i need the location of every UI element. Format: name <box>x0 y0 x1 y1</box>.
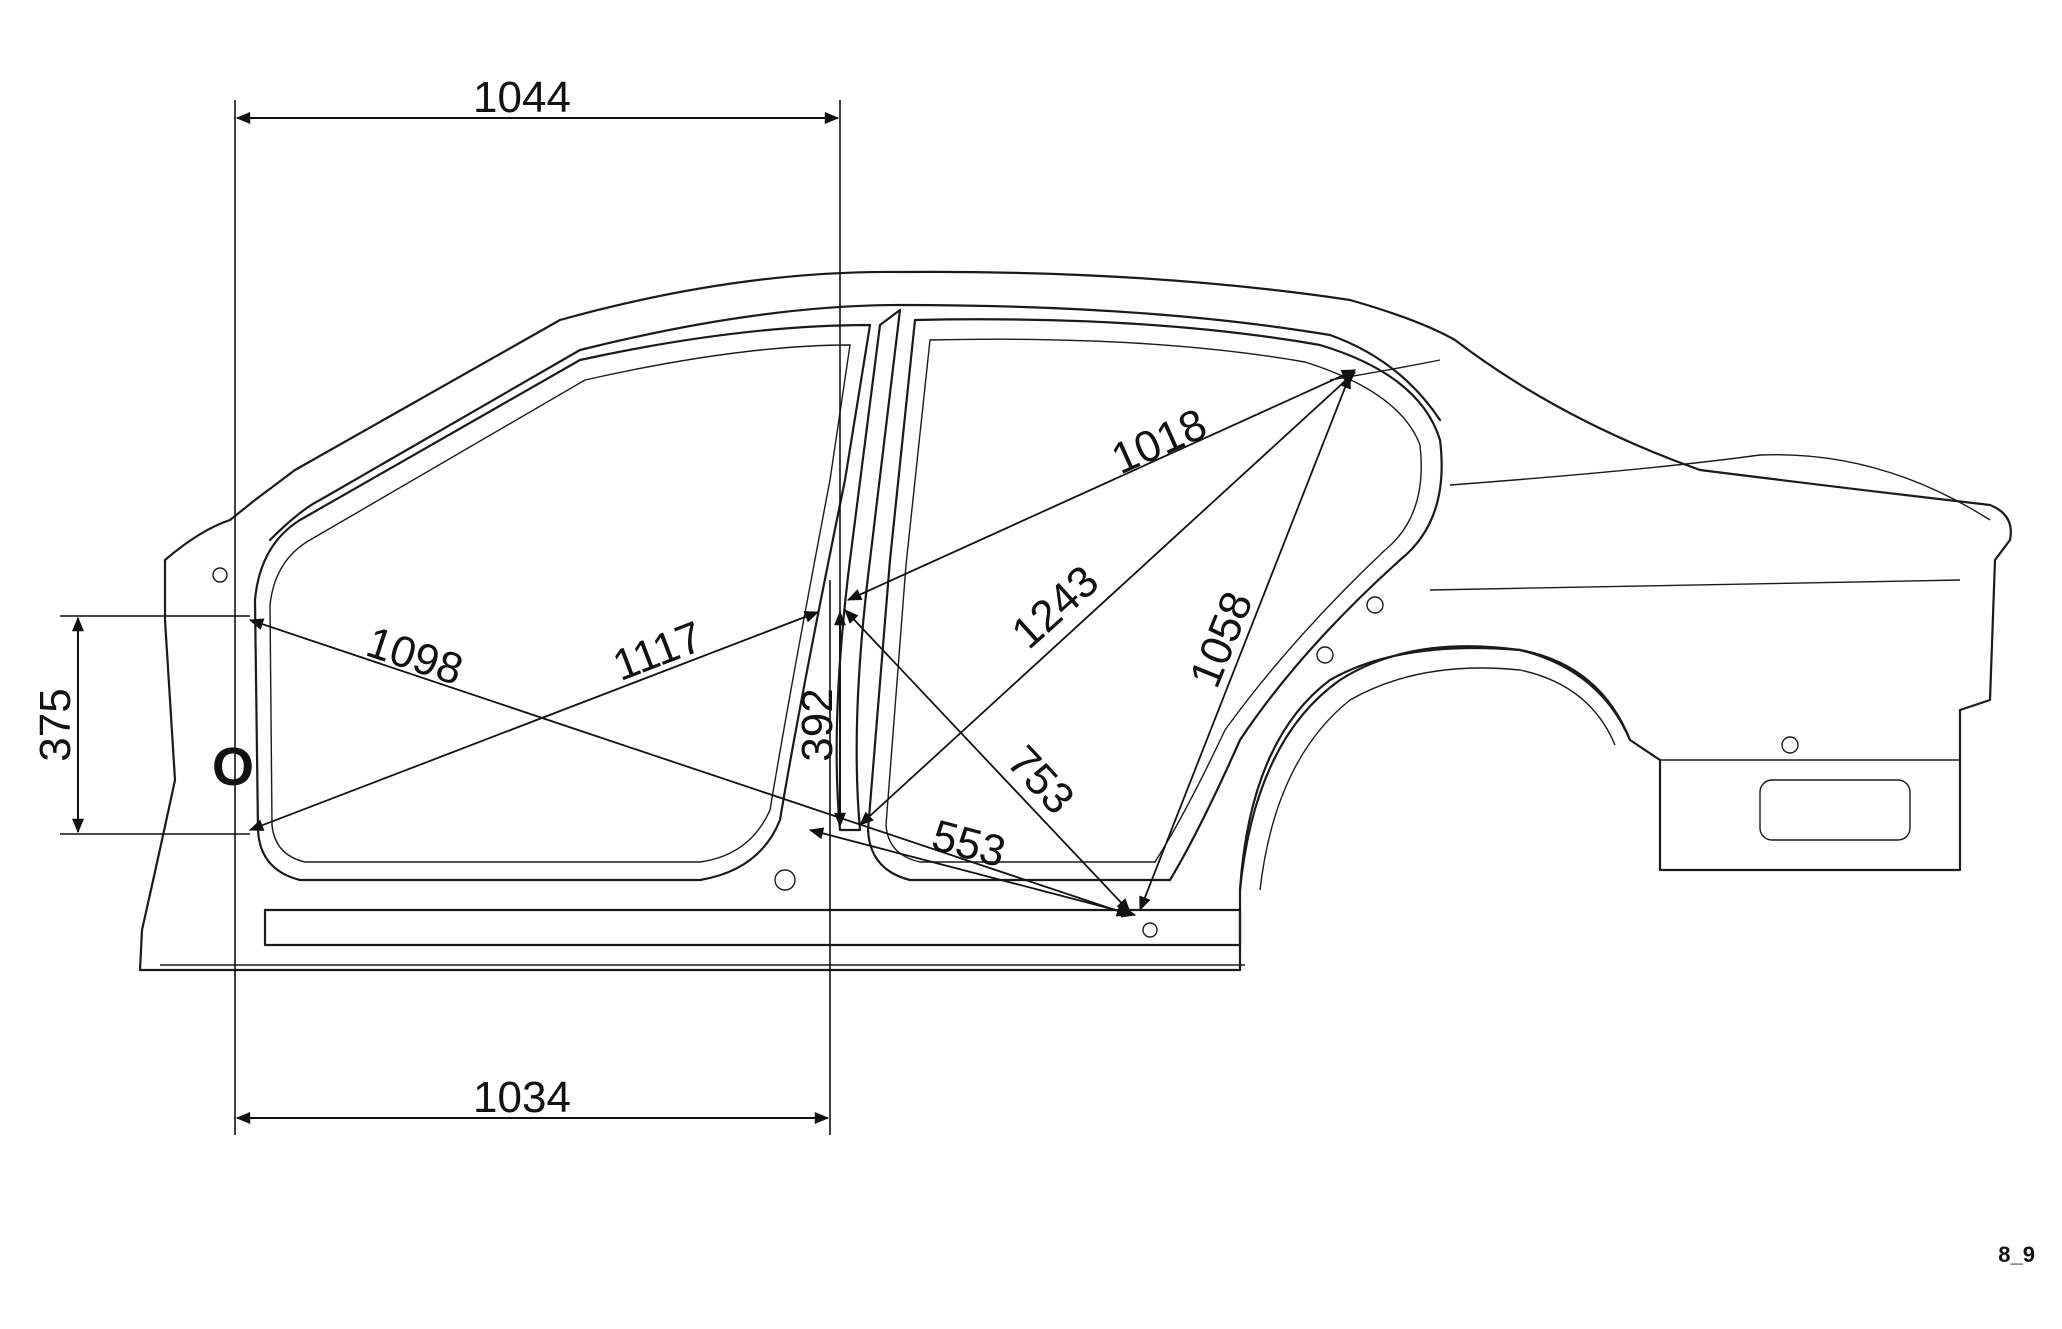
label-center-height: 392 <box>793 688 842 761</box>
label-1018: 1018 <box>1104 399 1213 484</box>
svg-text:O: O <box>212 737 254 797</box>
label-1058: 1058 <box>1181 585 1263 694</box>
extension-lines <box>60 100 841 1135</box>
diag-line-1117 <box>248 611 820 831</box>
label-left-height: 375 <box>31 688 80 761</box>
label-1117: 1117 <box>606 612 709 690</box>
label-bottom-width: 1034 <box>473 1073 571 1122</box>
figure-label: 8_9 <box>1998 1242 2035 1267</box>
diagonal-dimensions <box>248 369 1357 918</box>
label-1098: 1098 <box>360 617 468 695</box>
label-753: 753 <box>998 737 1084 824</box>
label-1243: 1243 <box>1003 556 1109 658</box>
label-553: 553 <box>927 811 1011 877</box>
label-top-width: 1044 <box>473 73 571 122</box>
diag-line-1018 <box>846 369 1357 601</box>
linear-dimensions <box>72 112 846 1124</box>
diag-line-1058 <box>1139 373 1351 912</box>
diag-line-553 <box>808 827 1137 918</box>
